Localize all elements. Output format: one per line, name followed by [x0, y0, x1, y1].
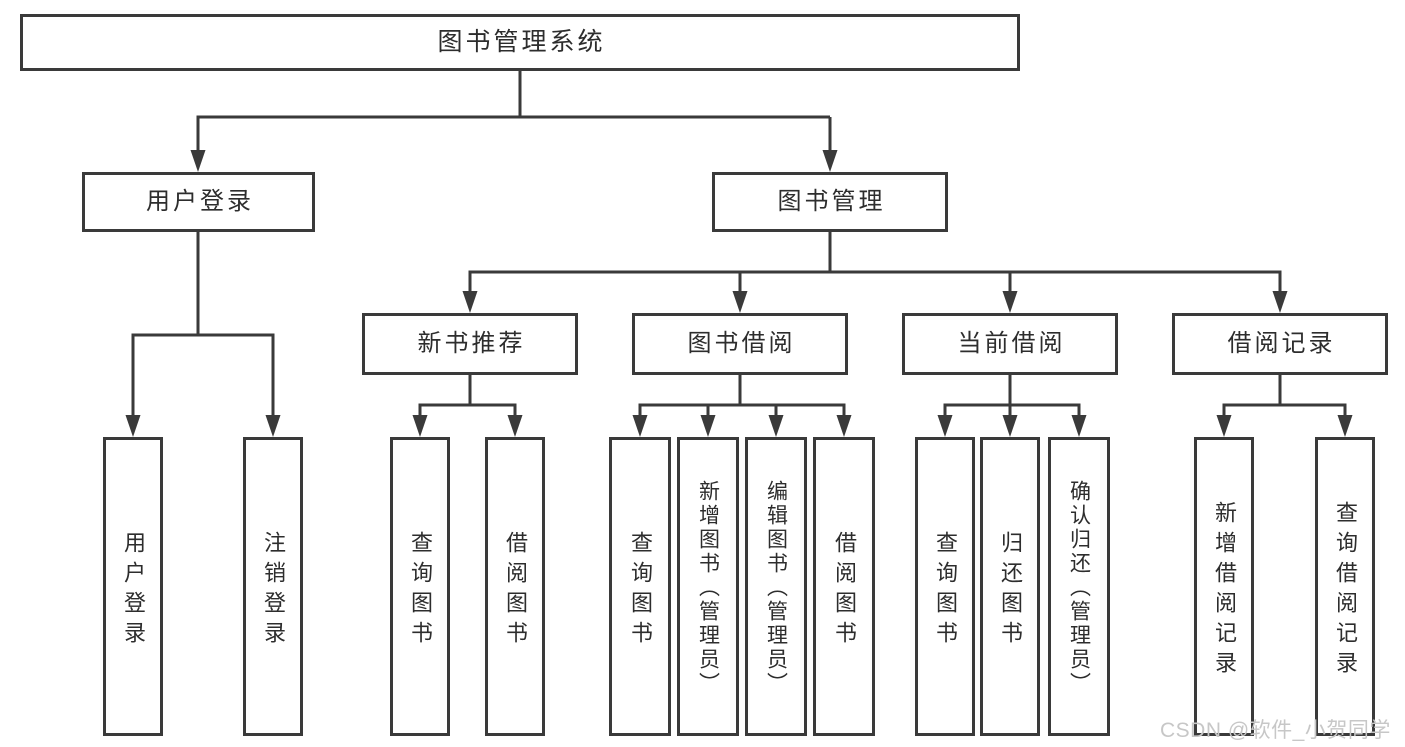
node-new-book-recommend: 新书推荐 — [362, 313, 578, 375]
connector-borrowing-records — [1222, 374, 1347, 420]
node-leaf-confirm-return-admin: 确认归还（管理员） — [1048, 437, 1110, 736]
connector-new-book-recommend — [418, 374, 517, 420]
connector-book-borrowing — [638, 374, 846, 420]
node-book-management: 图书管理 — [712, 172, 948, 232]
node-leaf-query-books-1: 查询图书 — [390, 437, 450, 736]
node-user-login: 用户登录 — [82, 172, 315, 232]
node-current-borrowing: 当前借阅 — [902, 313, 1118, 375]
connector-current-borrowing — [943, 374, 1081, 420]
arrowheads — [125, 150, 1353, 437]
node-borrowing-records: 借阅记录 — [1172, 313, 1388, 375]
node-leaf-add-books-admin: 新增图书（管理员） — [677, 437, 739, 736]
node-leaf-edit-books-admin: 编辑图书（管理员） — [745, 437, 807, 736]
node-leaf-query-books-2: 查询图书 — [609, 437, 671, 736]
node-leaf-query-books-3: 查询图书 — [915, 437, 975, 736]
node-root: 图书管理系统 — [20, 14, 1020, 71]
connector-user-login — [131, 231, 275, 420]
node-leaf-add-borrow-record: 新增借阅记录 — [1194, 437, 1254, 736]
node-leaf-borrow-books-1: 借阅图书 — [485, 437, 545, 736]
node-leaf-query-borrow-record: 查询借阅记录 — [1315, 437, 1375, 736]
connector-root — [196, 71, 832, 155]
node-book-borrowing: 图书借阅 — [632, 313, 848, 375]
node-leaf-borrow-books-2: 借阅图书 — [813, 437, 875, 736]
node-leaf-user-login: 用户登录 — [103, 437, 163, 736]
node-leaf-logout: 注销登录 — [243, 437, 303, 736]
connector-book-management — [468, 231, 1282, 297]
node-leaf-return-books: 归还图书 — [980, 437, 1040, 736]
watermark: CSDN @软件_小贺同学 — [1160, 719, 1391, 742]
